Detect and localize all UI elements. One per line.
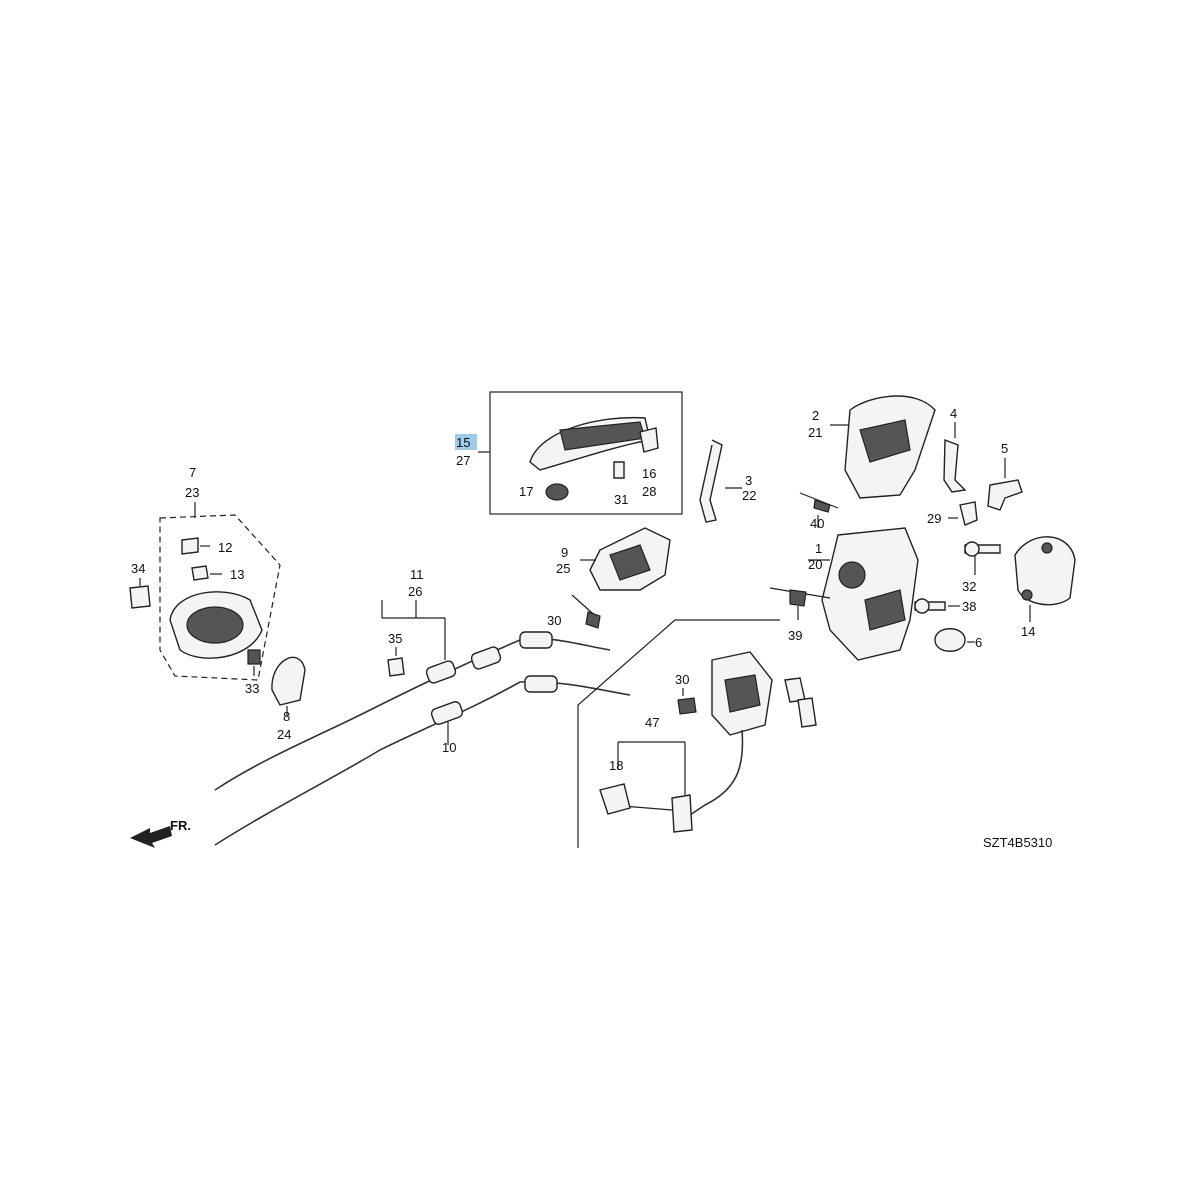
clip-5 <box>987 479 1023 511</box>
front-direction-arrow: FR. <box>130 818 191 848</box>
cables <box>214 600 631 846</box>
highlight-marker <box>455 434 477 450</box>
actuator-frame <box>577 619 780 848</box>
label-29: 29 <box>927 511 941 526</box>
label-32: 32 <box>962 579 976 594</box>
part-labels: 15 27 17 31 16 28 3 22 2 21 4 5 29 40 1 … <box>131 406 1052 850</box>
clip-29 <box>959 501 978 526</box>
outside-handle-group <box>455 391 683 515</box>
label-1: 1 <box>815 541 822 556</box>
clip-4 <box>943 438 967 493</box>
label-30-top: 30 <box>547 613 561 628</box>
rod-body <box>699 439 723 523</box>
label-34: 34 <box>131 561 145 576</box>
label-28: 28 <box>642 484 656 499</box>
label-27: 27 <box>456 453 470 468</box>
label-38: 38 <box>962 599 976 614</box>
label-15: 15 <box>456 435 470 450</box>
harness-connector <box>671 794 693 833</box>
latch-plate <box>864 589 906 631</box>
arrow-icon <box>130 826 172 848</box>
label-31: 31 <box>614 492 628 507</box>
cable-10-end <box>524 675 558 693</box>
screw-40 <box>799 492 839 528</box>
label-14: 14 <box>1021 624 1035 639</box>
actuator-motor <box>724 674 761 713</box>
label-7: 7 <box>189 465 196 480</box>
label-4: 4 <box>950 406 957 421</box>
handle-bracket <box>571 527 671 629</box>
inside-handle-box <box>159 514 281 681</box>
protector-detail <box>859 419 911 463</box>
label-11: 11 <box>410 567 424 582</box>
clip-34 <box>129 585 151 609</box>
actuator-group <box>577 619 817 848</box>
latch-body <box>821 527 919 661</box>
clip-18 <box>599 783 631 815</box>
handle-cap <box>545 483 569 501</box>
label-23: 23 <box>185 485 199 500</box>
label-21: 21 <box>808 425 822 440</box>
key-cylinder-a <box>784 677 806 703</box>
label-47: 47 <box>645 715 659 730</box>
label-3: 3 <box>745 473 752 488</box>
cable-10 <box>214 680 631 846</box>
cap-8 <box>271 656 306 706</box>
lock-rod <box>699 439 742 523</box>
label-10: 10 <box>442 740 456 755</box>
bracket-detail <box>609 544 651 581</box>
inside-handle-group <box>129 502 306 716</box>
screw-39-head <box>789 589 807 607</box>
cable-11-sleeve-a <box>425 660 457 684</box>
label-9: 9 <box>561 545 568 560</box>
label-24: 24 <box>277 727 291 742</box>
label-13: 13 <box>230 567 244 582</box>
clip-35 <box>387 657 405 677</box>
label-17: 17 <box>519 484 533 499</box>
screw-30-bottom <box>677 697 697 715</box>
label-40: 40 <box>810 516 824 531</box>
clip-13 <box>191 565 209 581</box>
washer-6 <box>934 628 966 652</box>
label-30-bottom: 30 <box>675 672 689 687</box>
clip-12 <box>181 537 199 555</box>
striker <box>934 536 1076 652</box>
lock-protector <box>830 395 936 499</box>
key-cylinder-b <box>797 697 817 728</box>
cable-11 <box>214 637 611 791</box>
label-2: 2 <box>812 408 819 423</box>
latch-wheel <box>838 561 866 589</box>
label-12: 12 <box>218 540 232 555</box>
screw-30-top <box>585 611 601 629</box>
direction-label: FR. <box>170 818 191 833</box>
label-18: 18 <box>609 758 623 773</box>
screw-39 <box>769 587 831 620</box>
label-35: 35 <box>388 631 402 646</box>
cable-11-end <box>519 631 553 649</box>
label-5: 5 <box>1001 441 1008 456</box>
label-16: 16 <box>642 466 656 481</box>
cable-11-sleeve-b <box>470 646 502 670</box>
handle-screw <box>613 461 625 479</box>
outside-handle-box <box>489 391 683 515</box>
rod-clips <box>943 422 1023 526</box>
inside-handle-lever <box>186 606 244 644</box>
diagram-code: SZT4B5310 <box>983 835 1052 850</box>
cable-10-sleeve <box>430 701 464 725</box>
screw-40-body <box>813 499 831 513</box>
door-latch <box>808 527 919 661</box>
actuator-harness <box>689 729 744 816</box>
label-8: 8 <box>283 709 290 724</box>
label-6: 6 <box>975 635 982 650</box>
handle-clip <box>639 427 659 453</box>
label-20: 20 <box>808 557 822 572</box>
label-33: 33 <box>245 681 259 696</box>
screw-33 <box>247 649 261 665</box>
label-26: 26 <box>408 584 422 599</box>
label-22: 22 <box>742 488 756 503</box>
label-39: 39 <box>788 628 802 643</box>
label-25: 25 <box>556 561 570 576</box>
screws-32-38 <box>914 541 1001 614</box>
